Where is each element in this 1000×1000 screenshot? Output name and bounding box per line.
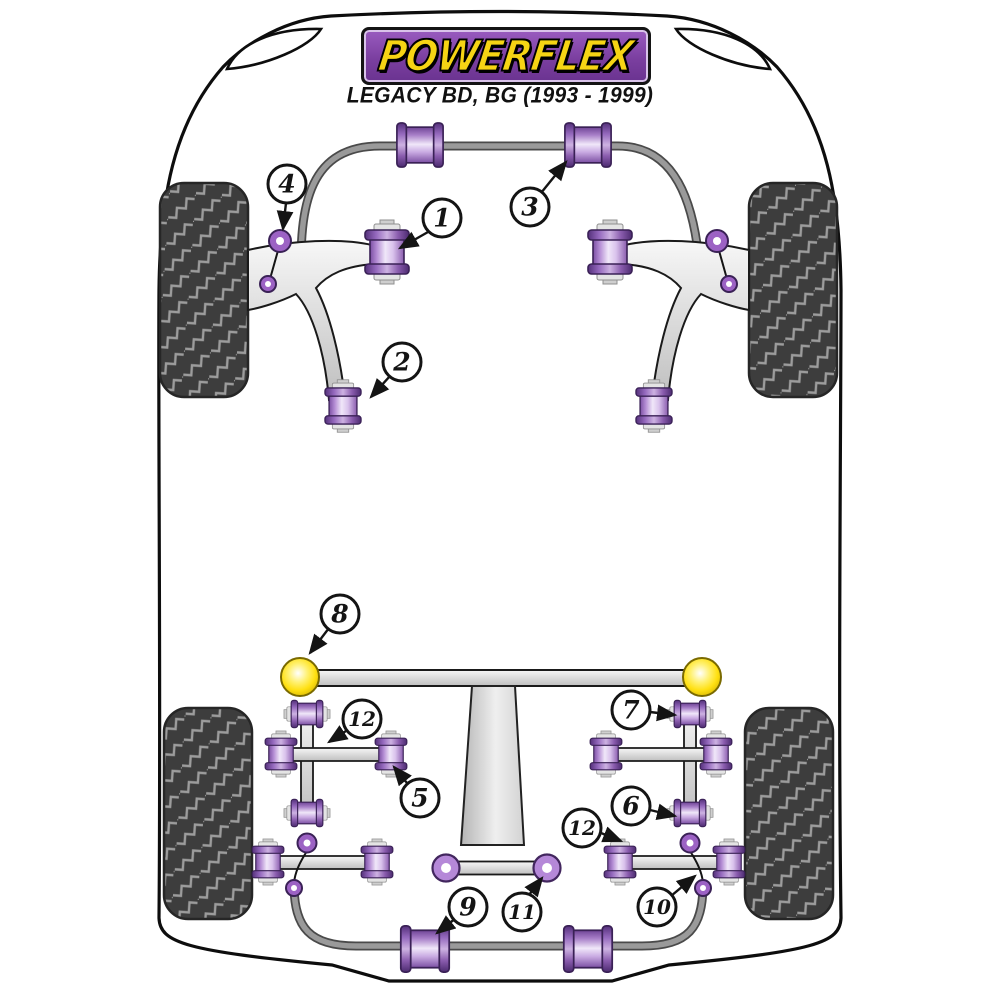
rear-anti-roll-bar (289, 883, 708, 951)
rear-upper-arm-outer-bushing-left (374, 730, 408, 778)
callout-10: 10 (636, 874, 697, 928)
svg-text:6: 6 (622, 792, 639, 821)
front-arm-rear-bushing-right (635, 379, 673, 433)
svg-text:3: 3 (521, 193, 538, 222)
rear-drop-link-right (679, 832, 712, 897)
front-arb-bushing-right (564, 122, 612, 168)
callout-12-right: 12 (561, 807, 624, 849)
rear-arb-bushing-right (562, 925, 614, 973)
front-drop-link-right (705, 229, 738, 293)
callout-7: 7 (610, 689, 678, 731)
rear-tie-link (431, 853, 562, 883)
rear-trailing-link-bottom-bushing-left (283, 798, 331, 828)
tire-front-left (158, 181, 250, 399)
svg-text:10: 10 (643, 895, 671, 919)
callout-6: 6 (610, 785, 678, 827)
rear-lower-arm-outer-bushing-right (712, 838, 746, 886)
tire-rear-right (743, 706, 835, 921)
front-arm-rear-bushing-left (324, 379, 362, 433)
svg-text:11: 11 (508, 900, 536, 924)
powerflex-logo: POWERFLEX (361, 27, 651, 85)
svg-text:12: 12 (568, 816, 596, 840)
rear-arb-bushing-left (399, 925, 451, 973)
svg-text:9: 9 (459, 893, 476, 922)
callout-3: 3 (509, 160, 568, 228)
svg-text:7: 7 (622, 696, 640, 725)
callout-4: 4 (266, 163, 308, 232)
rear-upper-arm-outer-bushing-right (589, 730, 623, 778)
front-anti-roll-bar (296, 141, 706, 289)
rear-trailing-link-top-bushing-left (283, 699, 331, 729)
front-arm-front-bushing-right (587, 219, 633, 285)
rear-lower-arm-outer-bushing-left (251, 838, 285, 886)
vehicle-model-title: LEGACY BD, BG (1993 - 1999) (346, 83, 654, 108)
svg-text:5: 5 (411, 784, 428, 813)
tire-front-right (747, 181, 839, 399)
svg-text:12: 12 (348, 707, 376, 731)
brand-name: POWERFLEX (375, 31, 637, 82)
rear-crossmember-ball-left (280, 657, 320, 697)
svg-text:8: 8 (330, 600, 348, 629)
callout-8: 8 (308, 593, 361, 655)
svg-text:4: 4 (278, 170, 295, 199)
headlight-left (224, 27, 324, 71)
headlight-right (673, 27, 773, 71)
rear-lower-arm-inner-bushing-left (360, 838, 394, 886)
tire-rear-left (162, 706, 254, 921)
rear-lower-arm-inner-bushing-right (603, 838, 637, 886)
svg-text:2: 2 (392, 348, 410, 377)
rear-upper-arm-inner-bushing-left (264, 730, 298, 778)
front-arb-bushing-left (396, 122, 444, 168)
callout-12-left: 12 (326, 698, 383, 744)
callout-5: 5 (392, 765, 441, 819)
callout-11: 11 (501, 876, 544, 933)
callout-9: 9 (435, 886, 489, 935)
rear-crossmember-ball-right (682, 657, 722, 697)
callout-1: 1 (397, 197, 463, 250)
rear-drop-link-left (285, 832, 318, 897)
rear-trailing-link-bottom-bushing-right (666, 798, 714, 828)
front-arm-front-bushing-left (364, 219, 410, 285)
callout-2: 2 (369, 341, 423, 399)
rear-diff-housing (459, 685, 526, 846)
rear-upper-arm-inner-bushing-right (699, 730, 733, 778)
svg-text:1: 1 (433, 204, 450, 233)
front-drop-link-left (259, 229, 292, 293)
rear-crossmember (298, 669, 700, 687)
